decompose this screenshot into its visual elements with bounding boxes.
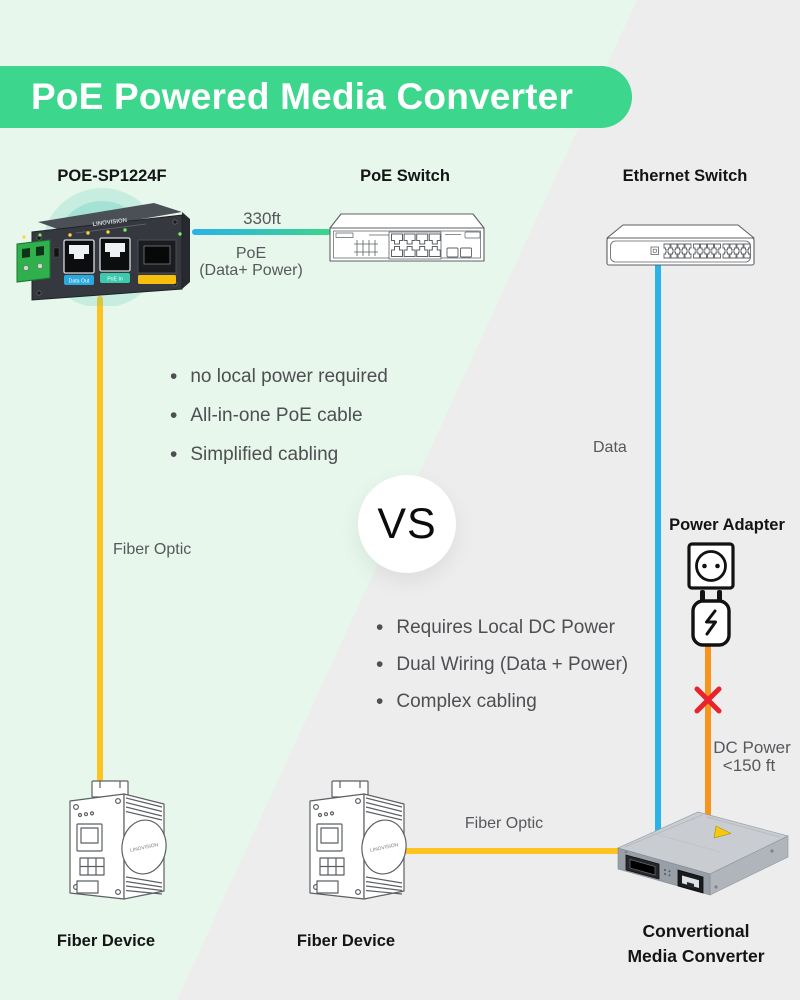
poe-cable [192, 229, 331, 235]
fiber-device-illustration-left [69, 780, 170, 900]
wall-outlet-icon [687, 542, 735, 590]
power-plug-icon [691, 590, 731, 647]
poe-in-port-label: PoE In [107, 277, 123, 283]
conventional-media-converter-image [616, 811, 789, 896]
poe-converter-brand-text: LINOVISION [92, 218, 127, 228]
drawbacks-list: Requires Local DC Power Dual Wiring (Dat… [376, 609, 628, 720]
list-item: All-in-one PoE cable [170, 396, 388, 435]
list-item: Requires Local DC Power [376, 609, 628, 646]
error-cross-icon [694, 686, 722, 714]
rj45-port-poe-in: PoE In [99, 237, 131, 283]
poe-switch-label: PoE Switch [360, 167, 450, 185]
warning-triangle-sticker [713, 825, 732, 839]
list-item: no local power required [170, 357, 388, 396]
ethernet-switch-illustration [606, 224, 755, 266]
fiber-cable-bottom [393, 848, 643, 854]
poe-switch-illustration [329, 213, 485, 262]
ethernet-switch-label: Ethernet Switch [622, 167, 748, 185]
poe-cable-type: PoE [235, 245, 267, 262]
list-item: Simplified cabling [170, 435, 388, 474]
list-item: Dual Wiring (Data + Power) [376, 646, 628, 683]
sfp-port [625, 854, 660, 880]
poe-cable-distance: 330ft [243, 209, 281, 228]
fiber-device-illustration-middle [309, 780, 410, 900]
vs-badge: VS [358, 475, 456, 573]
benefits-list: no local power required All-in-one PoE c… [170, 357, 388, 474]
fiber-cable-left [97, 296, 103, 790]
dc-power-label-line2: <150 ft [722, 756, 776, 775]
data-cable [655, 262, 661, 850]
converter-label-line1: Convertional [642, 921, 750, 941]
sfp-port [137, 232, 182, 284]
fiber-device-label-middle: Fiber Device [296, 932, 396, 950]
fiber-device-label-left: Fiber Device [56, 932, 156, 950]
dc-power-label-line1: DC Power [713, 738, 791, 757]
poe-converter-label: POE-SP1224F [57, 167, 167, 185]
poe-cable-subtype: (Data+ Power) [199, 262, 303, 279]
fiber-optic-label-bottom: Fiber Optic [464, 815, 544, 832]
title-banner: PoE Powered Media Converter [0, 66, 632, 128]
terminal-block [16, 239, 51, 283]
rj45-port-data-out: Data Out [63, 239, 95, 285]
data-out-port-label: Data Out [69, 279, 90, 285]
dc-power-cable [705, 644, 711, 850]
data-cable-label: Data [593, 439, 627, 456]
list-item: Complex cabling [376, 683, 628, 720]
fiber-optic-label-left: Fiber Optic [113, 541, 192, 558]
rj45-port [677, 869, 704, 894]
converter-label-line2: Media Converter [627, 946, 765, 966]
page-title: PoE Powered Media Converter [31, 76, 574, 117]
poe-media-converter-image: LINOVISION Data Out PoE In [16, 188, 190, 306]
power-adapter-label: Power Adapter [669, 516, 785, 534]
